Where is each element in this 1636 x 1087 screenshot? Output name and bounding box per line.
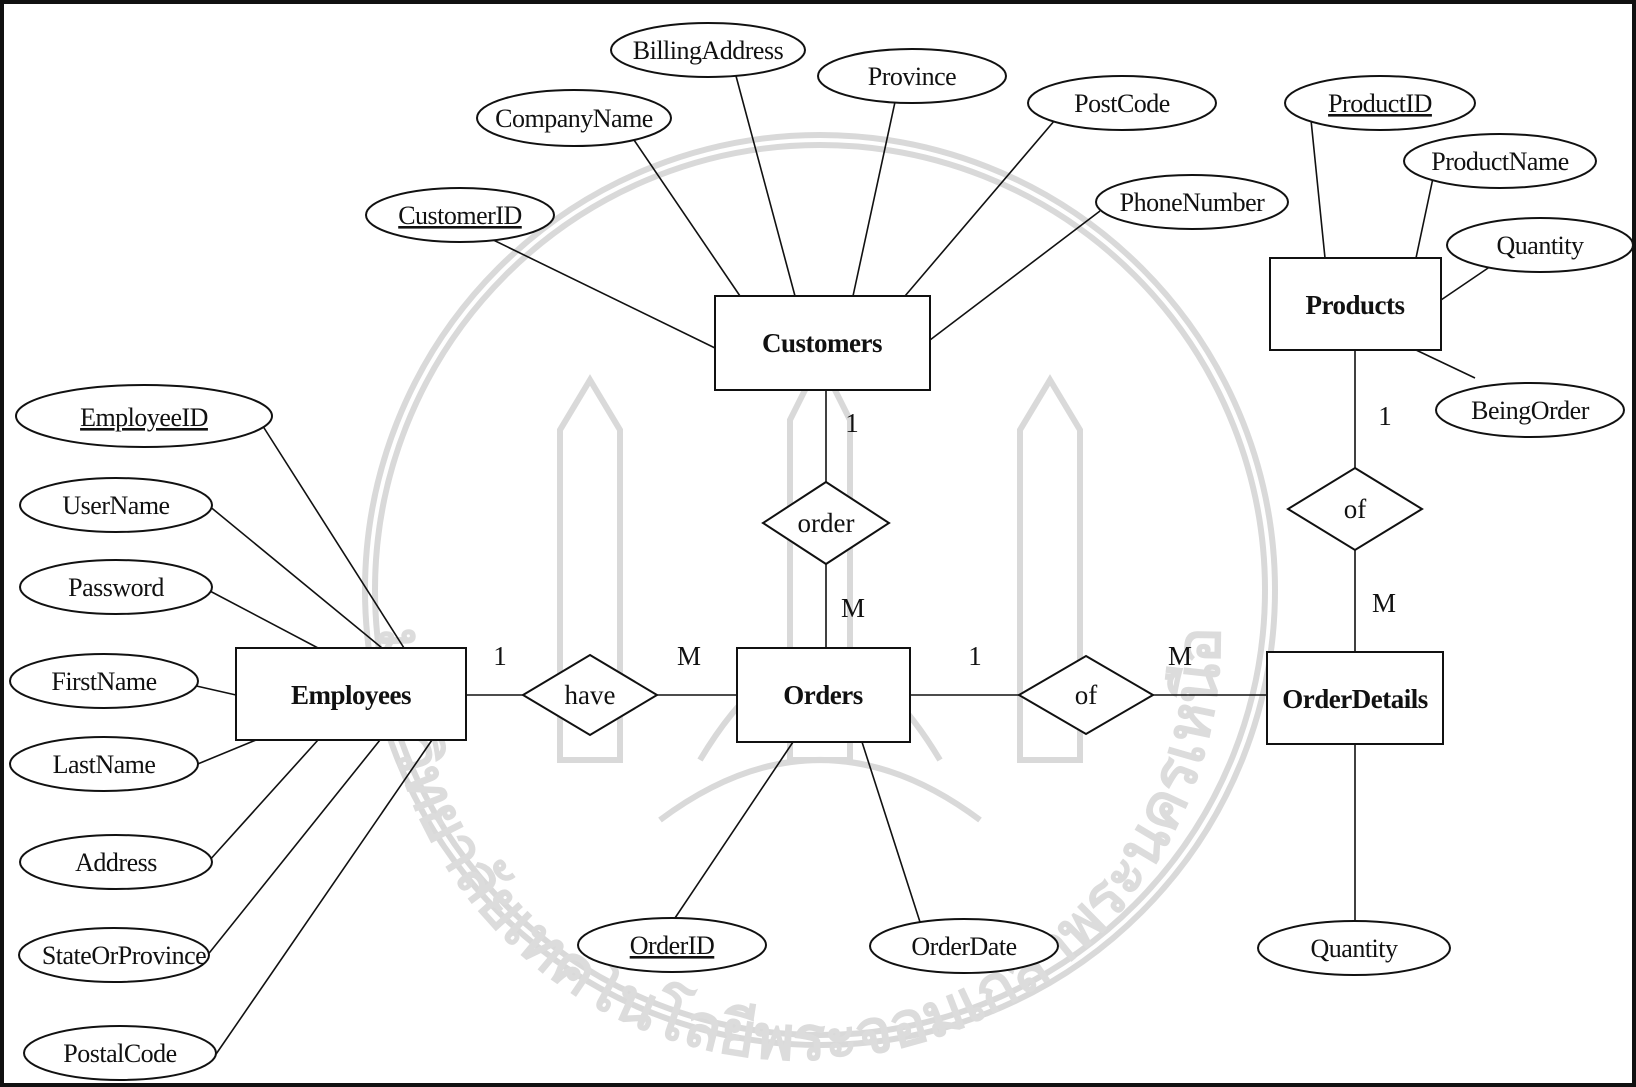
- card-orders-of: 1: [968, 641, 982, 671]
- cardinality-labels: 1 M 1 M 1 M 1 M: [493, 401, 1396, 671]
- svg-text:Address: Address: [75, 848, 157, 877]
- svg-text:OrderID: OrderID: [630, 931, 715, 960]
- svg-text:ProductID: ProductID: [1328, 89, 1432, 118]
- svg-text:Orders: Orders: [783, 680, 862, 710]
- relationship-of-orders: of: [1017, 654, 1155, 736]
- svg-text:PostalCode: PostalCode: [63, 1039, 176, 1068]
- svg-text:of: of: [1075, 680, 1098, 710]
- svg-text:of: of: [1344, 494, 1367, 524]
- svg-text:EmployeeID: EmployeeID: [80, 403, 208, 432]
- svg-text:Employees: Employees: [291, 680, 411, 710]
- card-order-orders: M: [841, 593, 865, 623]
- attribute-product-id: ProductID: [1284, 75, 1476, 131]
- entity-orders: Orders: [736, 647, 911, 743]
- attribute-first-name: FirstName: [9, 653, 199, 709]
- svg-text:LastName: LastName: [53, 750, 156, 779]
- attribute-order-date: OrderDate: [869, 918, 1059, 974]
- svg-text:BillingAddress: BillingAddress: [633, 36, 784, 65]
- attribute-post-code: PostCode: [1027, 75, 1217, 131]
- svg-text:Customers: Customers: [762, 328, 882, 358]
- attribute-being-order: BeingOrder: [1435, 382, 1625, 438]
- card-of-orderdetails: M: [1168, 641, 1192, 671]
- svg-text:Quantity: Quantity: [1311, 934, 1398, 963]
- svg-text:StateOrProvince: StateOrProvince: [42, 941, 206, 970]
- svg-text:OrderDate: OrderDate: [911, 932, 1016, 961]
- svg-text:CustomerID: CustomerID: [398, 201, 522, 230]
- svg-text:Quantity: Quantity: [1497, 231, 1584, 260]
- attribute-last-name: LastName: [9, 736, 199, 792]
- attribute-phone-number: PhoneNumber: [1095, 174, 1289, 230]
- attribute-orderdetails-quantity: Quantity: [1257, 920, 1451, 976]
- svg-text:UserName: UserName: [62, 491, 169, 520]
- svg-text:PostCode: PostCode: [1074, 89, 1170, 118]
- attribute-password: Password: [19, 559, 213, 615]
- entity-products: Products: [1269, 257, 1442, 351]
- attribute-province: Province: [817, 48, 1007, 104]
- entity-customers: Customers: [714, 295, 931, 391]
- attribute-user-name: UserName: [19, 477, 213, 533]
- svg-text:Province: Province: [868, 62, 956, 91]
- attribute-product-quantity: Quantity: [1446, 217, 1634, 273]
- svg-text:ProductName: ProductName: [1431, 147, 1568, 176]
- svg-text:OrderDetails: OrderDetails: [1282, 684, 1427, 714]
- entity-order-details: OrderDetails: [1266, 651, 1444, 745]
- relationship-of-products: of: [1286, 466, 1424, 552]
- card-of-orderdetails-products: M: [1372, 588, 1396, 618]
- attribute-address: Address: [19, 834, 213, 890]
- svg-text:FirstName: FirstName: [51, 667, 156, 696]
- attribute-postal-code: PostalCode: [23, 1025, 217, 1081]
- svg-text:have: have: [565, 680, 616, 710]
- attribute-employee-id: EmployeeID: [15, 384, 273, 448]
- connector-lines: [187, 75, 1495, 1061]
- card-employees-have: 1: [493, 641, 507, 671]
- svg-text:Password: Password: [68, 573, 164, 602]
- attribute-product-name: ProductName: [1403, 133, 1597, 189]
- university-seal-watermark: มหาวิทยาลัยเทคโนโลยีพระจอมเกล้าพระนครเหน…: [362, 132, 1278, 1075]
- svg-text:CompanyName: CompanyName: [495, 104, 653, 133]
- svg-text:order: order: [798, 508, 855, 538]
- attribute-company-name: CompanyName: [476, 89, 672, 147]
- relationship-have: have: [521, 653, 659, 737]
- svg-text:PhoneNumber: PhoneNumber: [1120, 188, 1266, 217]
- attribute-billing-address: BillingAddress: [610, 22, 806, 78]
- attribute-order-id: OrderID: [577, 917, 767, 973]
- attribute-state-or-province: StateOrProvince: [18, 927, 210, 983]
- entity-employees: Employees: [235, 647, 467, 741]
- card-customers-order: 1: [845, 408, 859, 438]
- card-products-of: 1: [1378, 401, 1392, 431]
- svg-text:BeingOrder: BeingOrder: [1471, 396, 1590, 425]
- svg-text:Products: Products: [1305, 290, 1404, 320]
- card-have-orders: M: [677, 641, 701, 671]
- relationship-order: order: [761, 480, 891, 566]
- attribute-customer-id: CustomerID: [365, 187, 555, 243]
